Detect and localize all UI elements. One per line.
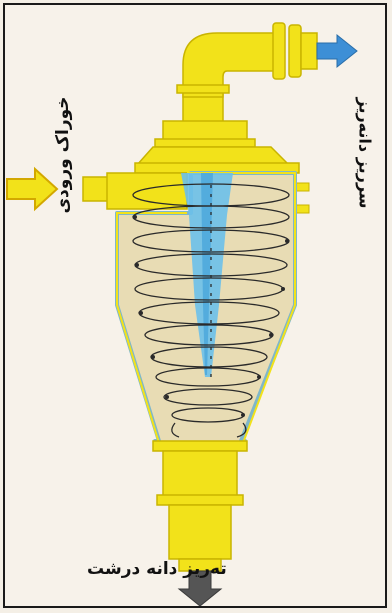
underflow-coarse-label: ته‌ریز دانه درشت xyxy=(87,559,227,579)
hydrocyclone-figure: خوراک ورودی سرریز دانه‌ریز ته‌ریز دانه د… xyxy=(3,3,387,608)
feed-arrow-icon xyxy=(7,169,57,209)
overflow-elbow-pipe xyxy=(177,23,317,123)
overflow-arrow-icon xyxy=(317,35,357,67)
cyclone-head xyxy=(135,121,299,173)
feed-inlet xyxy=(83,173,187,209)
underflow-spigot xyxy=(153,441,247,571)
hydrocyclone-diagram xyxy=(5,5,385,606)
